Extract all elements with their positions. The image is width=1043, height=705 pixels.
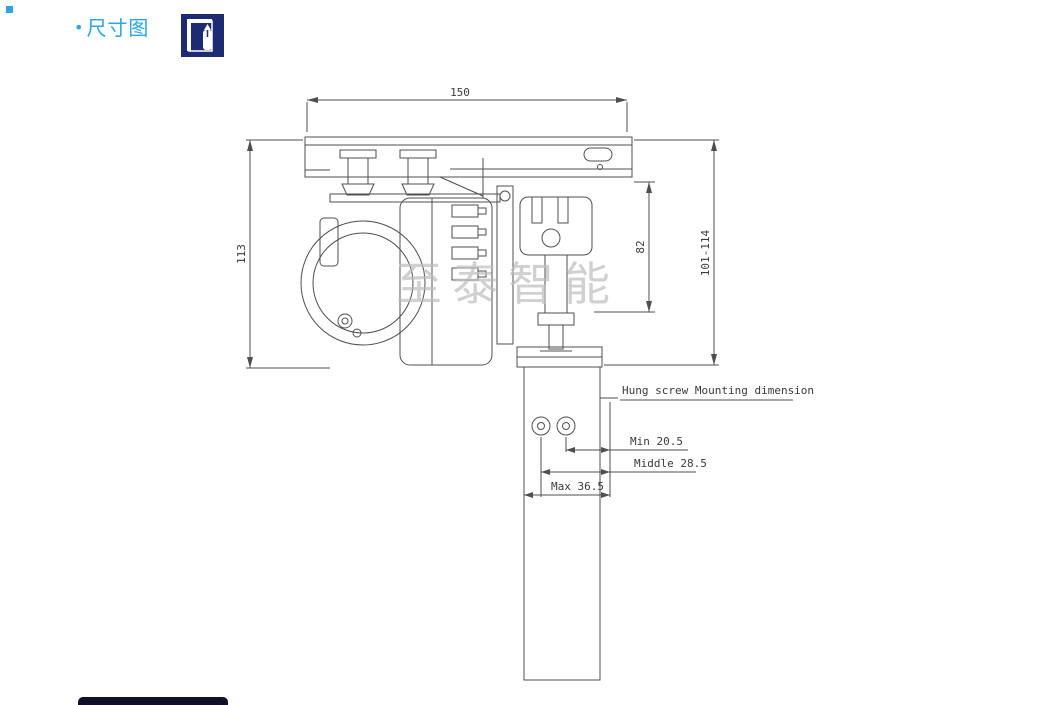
middle-label: Middle 28.5 <box>634 457 707 470</box>
track-profile <box>304 136 633 178</box>
title-bullet: • <box>74 18 85 37</box>
watermark: 至泰智能 <box>396 257 620 311</box>
max-label: Max 36.5 <box>551 480 604 493</box>
title-text: 尺寸图 <box>86 16 150 40</box>
dimension-101-114: 101-114 <box>604 139 719 366</box>
mounting-bolts <box>339 149 437 196</box>
dim-150-label: 150 <box>450 86 470 99</box>
door-diagram-icon <box>181 14 224 57</box>
gearbox <box>399 197 493 366</box>
dim-113-label: 113 <box>235 244 248 264</box>
door-diagram-icon-art <box>187 19 213 52</box>
door-clamp <box>516 346 603 368</box>
motor <box>300 217 426 346</box>
door-panel <box>523 366 601 681</box>
dimension-113: 113 <box>235 139 330 369</box>
hanger-roller-assembly <box>496 185 593 352</box>
screw-spacing-dimensions: Min 20.5 Middle 28.5 Max 36.5 <box>524 402 707 498</box>
bottom-partial-element <box>78 697 228 705</box>
hung-screw-callout: Hung screw Mounting dimension <box>600 384 814 401</box>
dimension-82: 82 <box>594 181 655 313</box>
dim-101-114-label: 101-114 <box>699 229 712 276</box>
corner-mark <box>6 6 13 13</box>
dimension-150: 150 <box>306 86 628 132</box>
min-label: Min 20.5 <box>630 435 683 448</box>
section-title: •尺寸图 <box>74 12 149 41</box>
dim-82-label: 82 <box>634 240 647 253</box>
hung-screw-label: Hung screw Mounting dimension <box>622 384 814 397</box>
